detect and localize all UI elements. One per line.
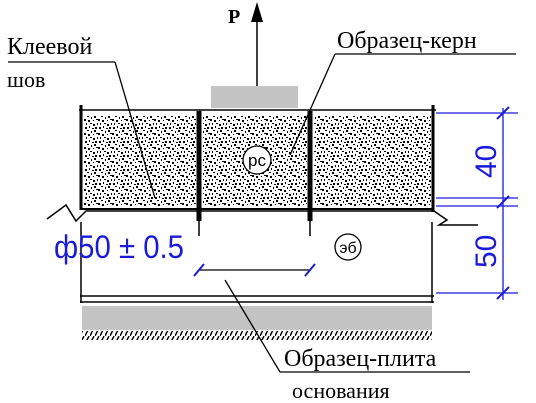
base-symbol-text: эб (339, 240, 356, 257)
base-plate-label-line1: Образец-плита (284, 346, 437, 372)
support-slab (82, 306, 432, 330)
leader-lines (8, 53, 516, 373)
vertical-dimensions (436, 106, 518, 300)
diameter-label: ф50 ± 0.5 (54, 229, 184, 265)
base-plate-label-line2: основания (292, 378, 390, 403)
base-symbol: эб (334, 233, 362, 261)
base-plate (46, 203, 478, 303)
force-label: P (228, 6, 240, 28)
coating-block-right (314, 115, 431, 207)
ground-hatching (82, 331, 432, 340)
coating-block-left (84, 115, 196, 207)
force-arrow (251, 2, 263, 86)
core-height-label: 40 (470, 145, 503, 178)
glue-seam-label-line2: шов (7, 67, 45, 92)
glue-seam-label-line1: Клеевой (7, 34, 92, 60)
diameter-dimension (193, 263, 316, 277)
core-symbol: рс (242, 145, 272, 175)
base-height-label: 50 (470, 235, 503, 268)
core-symbol-text: рс (248, 151, 266, 170)
core-sample-label: Образец-керн (337, 28, 477, 54)
loading-plate (211, 86, 298, 108)
